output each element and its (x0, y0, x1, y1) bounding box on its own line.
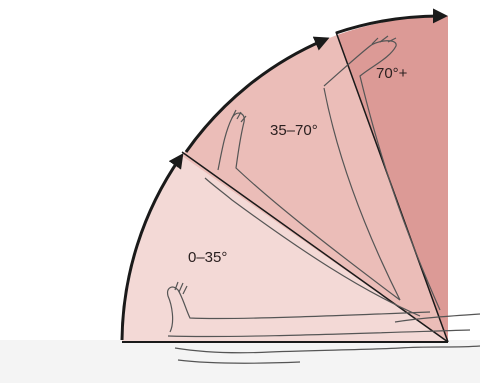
table-surface (0, 340, 480, 383)
zone-label-0-35: 0–35° (188, 249, 227, 266)
zone-label-35-70: 35–70° (270, 122, 318, 139)
zone-label-70-plus: 70°+ (376, 65, 408, 82)
